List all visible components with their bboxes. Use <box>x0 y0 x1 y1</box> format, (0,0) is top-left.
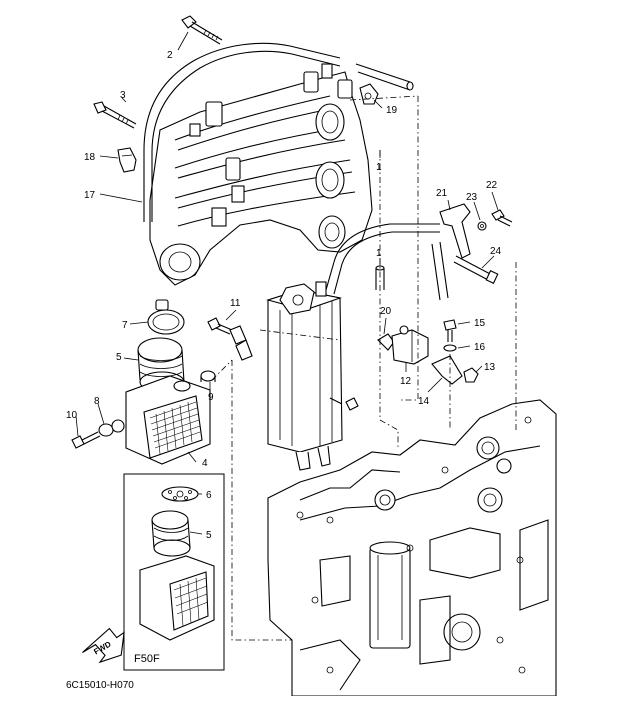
bolt-3 <box>93 101 137 129</box>
tie-strap-24 <box>453 255 499 284</box>
callout-18: 18 <box>84 152 96 163</box>
callout-10: 10 <box>66 410 78 421</box>
vapor-separator <box>266 281 343 471</box>
regulator-12 <box>391 325 429 365</box>
assembly-guide-lines <box>211 95 517 641</box>
callout-1-lower: 1 <box>376 248 382 259</box>
clamp-7 <box>147 299 185 335</box>
pipe-1 <box>355 63 414 91</box>
f50f-inset <box>123 473 225 671</box>
callout-16: 16 <box>474 342 486 353</box>
figure-code: 6C15010-H070 <box>66 680 134 691</box>
nut-13 <box>463 367 479 383</box>
callout-4: 4 <box>202 458 208 469</box>
callout-22: 22 <box>486 180 498 191</box>
callout-17: 17 <box>84 190 96 201</box>
bolt-15 <box>443 319 457 342</box>
loose-bolt <box>329 397 359 411</box>
bracket-14 <box>431 355 463 385</box>
cylinder-block <box>267 399 557 697</box>
callout-12: 12 <box>400 376 412 387</box>
callout-2: 2 <box>167 50 173 61</box>
callout-5: 5 <box>116 352 122 363</box>
grommet-8 <box>98 419 125 437</box>
callout-7: 7 <box>122 320 128 331</box>
variant-label: F50F <box>134 653 160 665</box>
washer-23 <box>477 221 487 231</box>
bolt-11 <box>207 317 253 361</box>
callout-15: 15 <box>474 318 486 329</box>
callout-13: 13 <box>484 362 496 373</box>
callout-6: 6 <box>206 490 212 501</box>
callout-24: 24 <box>490 246 502 257</box>
callout-1-upper: 1 <box>376 162 382 173</box>
bolt-22 <box>491 209 513 227</box>
fuel-hose <box>325 223 449 301</box>
bolt-2 <box>181 15 223 45</box>
clip-18 <box>117 147 137 173</box>
bolt-10 <box>71 431 101 449</box>
washer-16 <box>443 344 457 352</box>
callout-numbers: 2 3 18 17 19 1 21 22 23 24 1 11 20 15 16… <box>66 50 502 541</box>
grommet-9 <box>200 370 216 382</box>
callout-11: 11 <box>230 298 241 309</box>
callout-8: 8 <box>94 396 100 407</box>
intake-manifold-assembly <box>149 63 373 286</box>
callout-3: 3 <box>120 90 126 101</box>
callout-21: 21 <box>436 188 448 199</box>
fwd-arrow-icon <box>82 627 125 664</box>
callout-20: 20 <box>380 306 392 317</box>
callout-19: 19 <box>386 105 398 116</box>
callout-5-inset: 5 <box>206 530 212 541</box>
leader-lines <box>75 31 499 535</box>
callout-9: 9 <box>208 392 214 403</box>
hose-17 <box>143 42 341 222</box>
callout-23: 23 <box>466 192 478 203</box>
silencer-4 <box>125 375 211 465</box>
callout-14: 14 <box>418 396 430 407</box>
bracket-21 <box>439 203 471 259</box>
